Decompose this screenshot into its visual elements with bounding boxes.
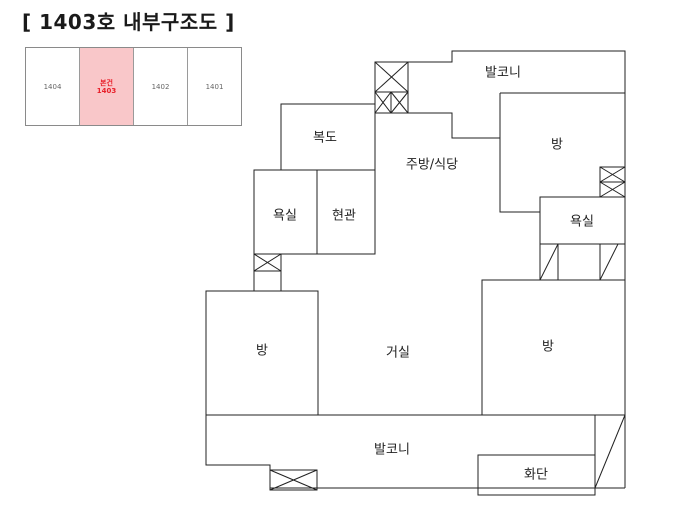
shaft-left [253, 253, 282, 272]
unit-cell-1401: 1401 [188, 48, 241, 125]
label-bath-left: 욕실 [273, 209, 297, 224]
label-room-e: 방 [542, 340, 554, 355]
unit-cell-1402: 1402 [134, 48, 188, 125]
label-hallway: 복도 [313, 131, 337, 146]
shaft-bottom [269, 469, 318, 491]
wall-kitchen-top [374, 62, 500, 139]
page-title: [ 1403호 내부구조도 ] [22, 10, 235, 34]
shaft-top-3 [390, 91, 409, 114]
label-entrance: 현관 [332, 209, 356, 224]
unit-cell-1403-current: 본건 1403 [80, 48, 134, 125]
label-balcony-bottom: 발코니 [374, 443, 410, 458]
unit-number: 1404 [43, 82, 62, 91]
wall-room-ne [499, 93, 540, 213]
wall-balcony-bottom [205, 415, 625, 489]
label-living: 거실 [386, 346, 410, 361]
unit-cell-1404: 1404 [26, 48, 80, 125]
wall-living [317, 291, 482, 416]
wall-entrance [316, 169, 376, 255]
wall-bath-right-lower [539, 243, 626, 281]
label-room-w: 방 [256, 344, 268, 359]
unit-number: 1402 [151, 82, 170, 91]
unit-tag: 본건 [100, 78, 113, 87]
label-balcony-top: 발코니 [485, 66, 521, 81]
unit-number: 1403 [96, 86, 117, 95]
label-flowerbed: 화단 [524, 468, 548, 483]
unit-location-map: 1404 본건 1403 1402 1401 [25, 47, 242, 126]
label-kitchen: 주방/식당 [406, 158, 458, 173]
wall-flowerbed [477, 454, 596, 496]
label-room-ne: 방 [551, 138, 563, 153]
wall-room-e [481, 279, 626, 416]
label-bath-right: 욕실 [570, 215, 594, 230]
unit-number: 1401 [205, 82, 224, 91]
